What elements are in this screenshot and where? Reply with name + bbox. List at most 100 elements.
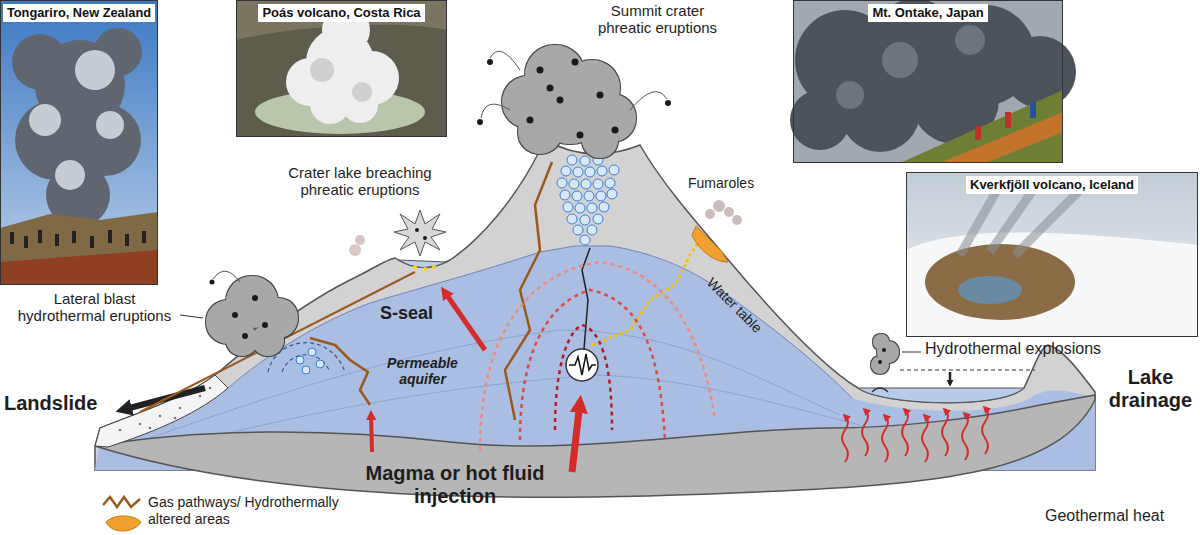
photo-tongariro — [12, 34, 68, 90]
annotation-label: Crater lake breaching phreatic eruptions — [270, 164, 450, 199]
landslide-deposit — [95, 375, 228, 447]
photo-tongariro — [125, 234, 129, 246]
photo-ontake — [1005, 112, 1011, 128]
geothermal-arrow — [962, 414, 968, 460]
legend-sample — [103, 497, 141, 531]
photo-tongariro — [38, 230, 42, 243]
legend-sample — [106, 516, 141, 531]
photo-ontake — [1004, 36, 1076, 108]
landslide-deposit — [119, 387, 212, 432]
pressure-front — [480, 262, 715, 450]
summit-plume — [597, 92, 604, 99]
boiling-column — [573, 167, 583, 177]
volcano-body — [95, 395, 1095, 497]
photo-tongariro — [0, 0, 158, 285]
photo-tongariro — [0, 0, 158, 285]
summit-plume — [582, 122, 618, 158]
geothermal-arrow — [882, 416, 888, 462]
boiling-column — [596, 191, 606, 201]
legend-text: Gas pathways/ Hydrothermally altered are… — [148, 494, 358, 528]
gas-pathway — [592, 240, 700, 345]
photo-ontake — [955, 25, 985, 55]
photo-kverkfjoll — [906, 172, 1198, 337]
photo-ontake — [975, 126, 981, 140]
summit-plume — [481, 51, 667, 118]
landslide-deposit — [159, 415, 162, 418]
boiling-column — [563, 202, 573, 212]
lateral-blast-cloud — [232, 312, 238, 318]
geothermal-arrow — [862, 410, 868, 456]
landslide-deposit — [95, 375, 228, 447]
seismic-symbol — [566, 349, 598, 381]
annotation-label: Fumaroles — [688, 175, 754, 191]
hydrothermal-explosion — [878, 360, 882, 364]
summit-plume — [487, 59, 493, 65]
boiling-column — [584, 191, 594, 201]
gas-pathway — [140, 162, 728, 420]
boiling-column — [557, 155, 619, 245]
annotation-label: S-seal — [380, 303, 433, 324]
boiling-column — [580, 235, 590, 245]
gas-pathway — [505, 162, 552, 420]
photo-poas — [352, 82, 372, 102]
annotation-label: Lateral blast hydrothermal eruptions — [12, 290, 177, 325]
summit-plume — [630, 92, 667, 110]
hydrothermal-cell — [296, 348, 324, 374]
boiling-column — [609, 165, 619, 175]
photo-kverkfjoll — [1015, 190, 1080, 255]
photo-title: Mt. Ontake, Japan — [868, 4, 987, 22]
photo-tongariro — [29, 104, 61, 136]
volcano-body — [858, 388, 1024, 403]
crater-lake-burst — [349, 244, 361, 256]
geothermal-arrow — [902, 410, 908, 456]
boiling-column — [607, 189, 617, 199]
gas-pathway — [692, 226, 728, 262]
pressure-front — [555, 325, 612, 430]
geothermal-arrow — [842, 416, 848, 462]
annotation-label: Hydrothermal explosions — [925, 340, 1101, 358]
lake-drainage-marker — [900, 369, 1035, 370]
summit-plume — [572, 59, 579, 66]
summit-plume — [477, 45, 671, 158]
boiling-column — [561, 166, 571, 176]
photo-tongariro — [72, 231, 76, 243]
photo-ontake — [940, 112, 1063, 163]
photo-kverkfjoll — [925, 244, 1075, 320]
photo-tongariro — [55, 160, 85, 190]
crater-lake-burst — [413, 265, 436, 271]
summit-plume — [481, 104, 510, 118]
boiling-column — [593, 214, 603, 224]
boiling-column — [587, 203, 597, 213]
crater-lake-burst — [423, 267, 427, 271]
photo-tongariro — [142, 231, 146, 243]
boiling-column — [580, 215, 590, 225]
boiling-column — [560, 190, 570, 200]
lateral-blast-cloud — [210, 280, 269, 340]
photo-title: Poás volcano, Costa Rica — [258, 4, 424, 22]
magma-arrow — [572, 402, 580, 472]
lateral-blast-cloud — [252, 324, 284, 356]
hydrothermal-explosion — [873, 334, 889, 350]
photo-ontake — [882, 42, 918, 78]
volcano-body — [95, 140, 1095, 497]
photo-tongariro — [0, 250, 158, 285]
summit-plume — [537, 67, 544, 74]
fumarole-steam — [724, 207, 734, 217]
seismic-symbol — [566, 349, 598, 381]
seismic-symbol — [569, 354, 596, 375]
annotation-label: Geothermal heat — [1045, 507, 1164, 525]
hydrothermal-explosion — [902, 352, 921, 353]
photo-tongariro — [96, 111, 124, 139]
photo-ontake — [790, 0, 1076, 163]
landslide-deposit — [149, 427, 152, 430]
landslide-deposit — [119, 429, 122, 432]
lateral-blast-cloud — [213, 271, 240, 282]
summit-plume — [665, 100, 671, 106]
photo-poas — [236, 0, 447, 137]
lateral-blast-cloud — [252, 295, 258, 301]
hydrothermal-cell — [316, 360, 324, 368]
summit-plume — [547, 85, 554, 92]
photo-kverkfjoll — [906, 172, 1198, 337]
boiling-column — [573, 225, 583, 235]
photo-ontake — [836, 25, 985, 109]
